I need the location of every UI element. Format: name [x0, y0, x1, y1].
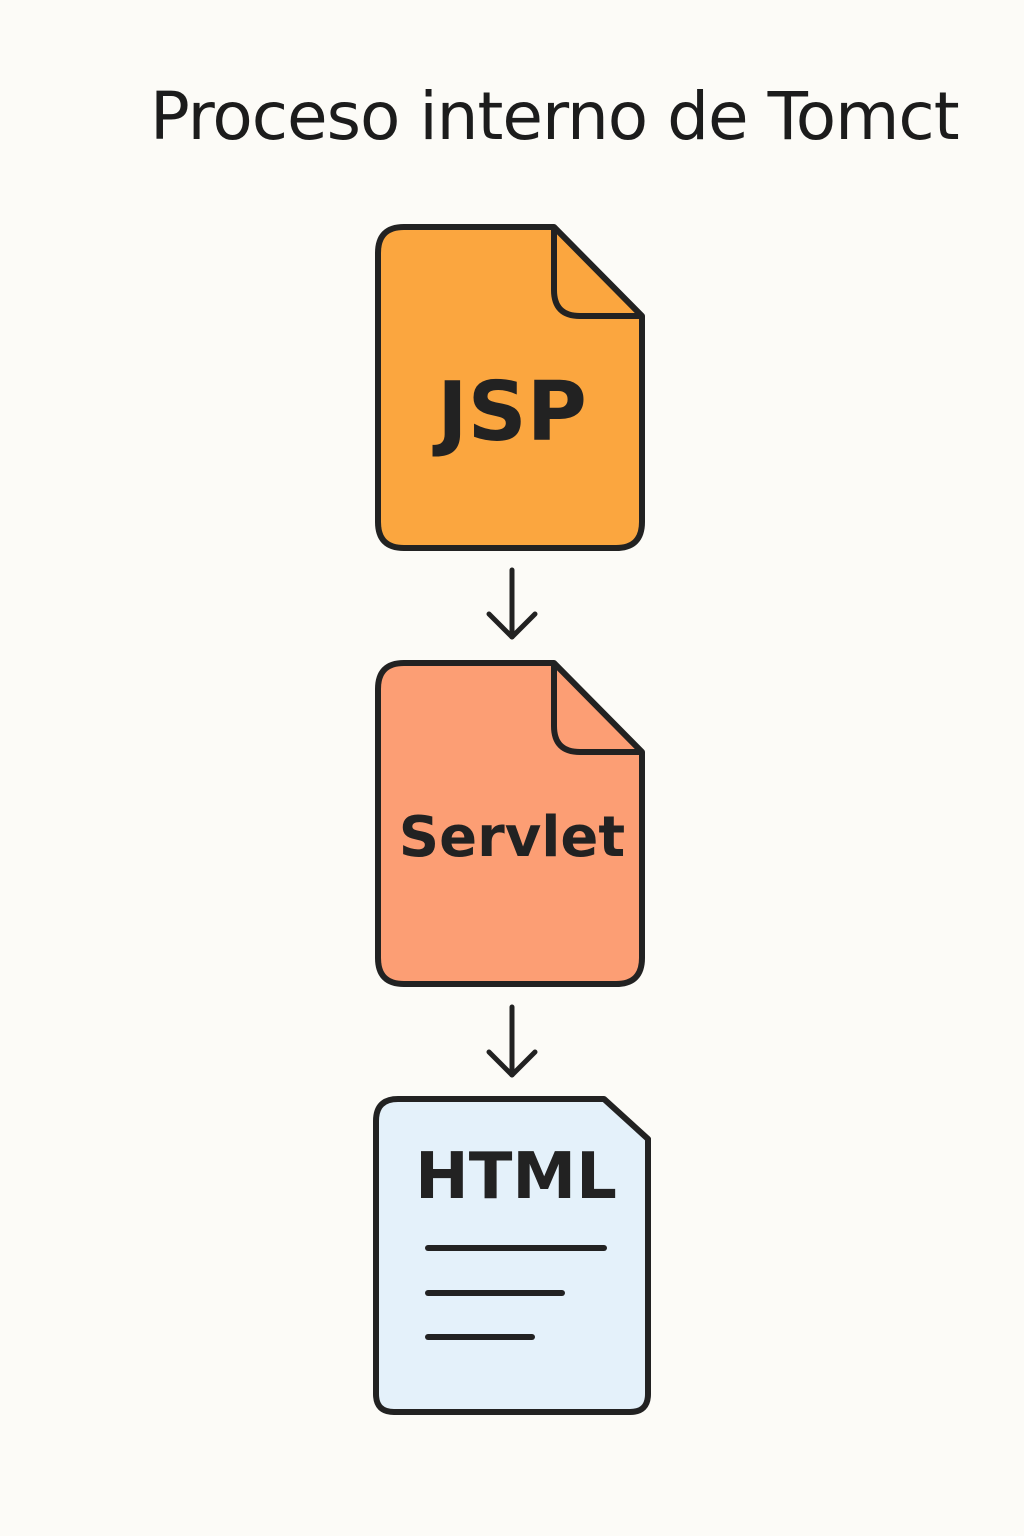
- servlet-file-icon: [375, 660, 645, 987]
- page-title: Proceso interno de Tomct: [150, 78, 960, 155]
- html-label: HTML: [415, 1140, 617, 1214]
- html-document: HTML: [373, 1096, 651, 1415]
- arrow-down-icon: [486, 1004, 538, 1078]
- html-file-text-icon: [373, 1096, 651, 1415]
- jsp-document: JSP: [375, 224, 645, 551]
- jsp-file-fold-icon: [551, 227, 642, 319]
- text-lines-icon: [425, 1245, 607, 1340]
- jsp-file-icon: [375, 224, 645, 551]
- arrow-down-icon: [486, 567, 538, 640]
- servlet-file-fold-icon: [551, 663, 642, 755]
- servlet-document: Servlet: [375, 660, 645, 987]
- servlet-label: Servlet: [399, 805, 625, 870]
- jsp-label: JSP: [432, 365, 587, 460]
